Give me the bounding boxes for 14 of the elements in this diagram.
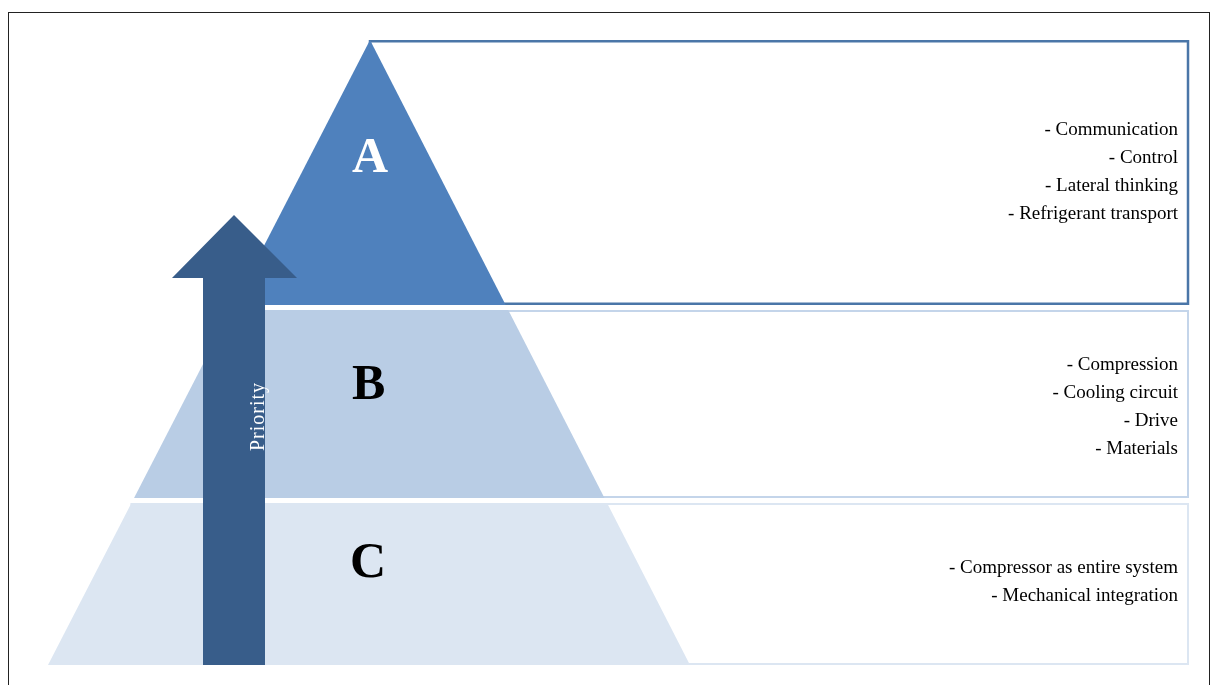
list-item: - Drive [1122, 408, 1178, 432]
list-item: - Compressor as entire system [949, 555, 1178, 579]
list-item: - Materials [1094, 436, 1178, 460]
list-item: - Lateral thinking [1044, 173, 1178, 197]
list-item: - Control [1107, 145, 1178, 169]
list-item: - Refrigerant transport [1008, 201, 1178, 225]
list-item: - Compression [1065, 352, 1178, 376]
tier-letter: A [352, 130, 389, 180]
tier-letter: C [350, 535, 387, 585]
tier-letter: B [352, 357, 386, 407]
list-item: - Mechanical integration [990, 583, 1178, 607]
list-item: - Communication [1043, 117, 1178, 141]
arrow-label: Priority [245, 382, 269, 452]
list-item: - Cooling circuit [1052, 380, 1178, 404]
